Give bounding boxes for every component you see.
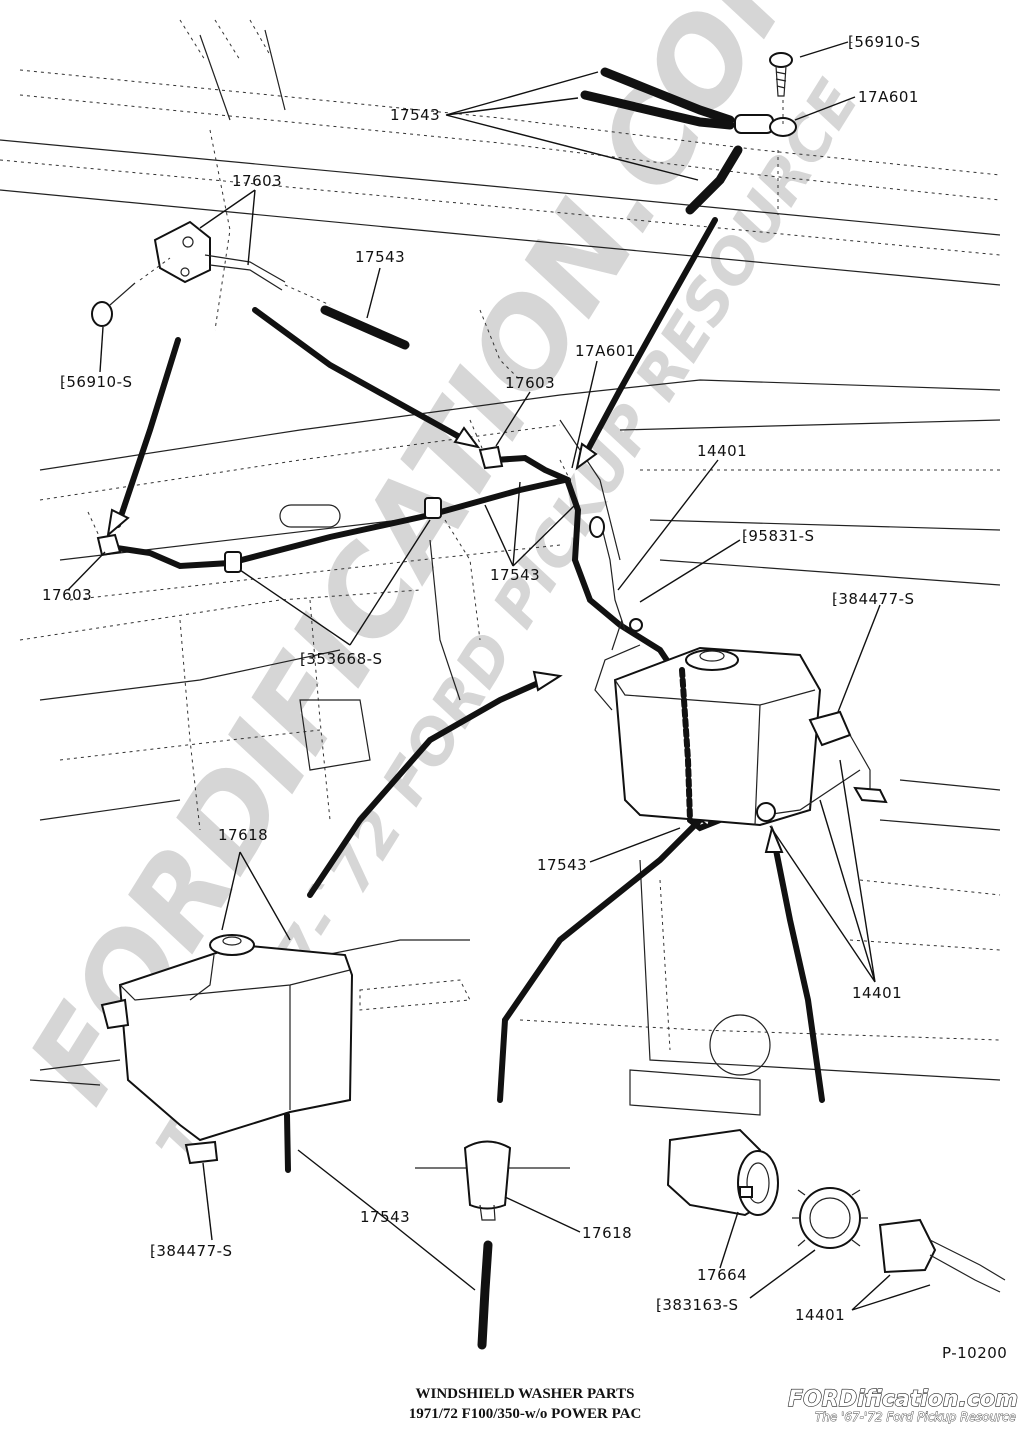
label-384477s-left: ⁅384477-S	[150, 1242, 233, 1260]
nozzle-left-icon	[87, 511, 122, 557]
hose-drop-short	[685, 145, 743, 215]
figure-number: P-10200	[942, 1344, 1007, 1362]
upper-left-nozzle	[91, 220, 410, 350]
label-56910s-left: ⁅56910-S	[60, 373, 133, 391]
label-17603-left: 17603	[42, 586, 92, 604]
label-17a601-top: 17A601	[858, 88, 919, 106]
clip-b	[224, 551, 242, 573]
logo-name: FORDification.com	[788, 1387, 1018, 1412]
part-labels: 17543 ⁅56910-S 17A601 17603 17543 ⁅56910…	[42, 33, 1007, 1362]
label-384477s-right: ⁅384477-S	[832, 590, 915, 608]
label-17543-top: 17543	[390, 106, 440, 124]
hose-segment-upper	[320, 305, 410, 350]
hose-segment-bottom	[477, 1240, 493, 1350]
hose-upper-branch-a	[600, 67, 735, 125]
screw-top-icon	[769, 52, 793, 97]
reservoir-installed	[589, 516, 888, 827]
hose-upper-branch-b	[580, 90, 735, 130]
caption: WINDSHIELD WASHER PARTS 1971/72 F100/350…	[409, 1386, 642, 1422]
label-17603-upper: 17603	[232, 172, 282, 190]
label-95831s: ⁅95831-S	[742, 527, 815, 545]
logo-tagline: The '67-'72 Ford Pickup Resource	[815, 1410, 1016, 1424]
label-17543-upper: 17543	[355, 248, 405, 266]
label-17a601-mid: 17A601	[575, 342, 636, 360]
vehicle-body-outline	[0, 19, 1001, 1116]
clip-a	[424, 497, 442, 519]
label-17603-mid: 17603	[505, 374, 555, 392]
label-17543-mid: 17543	[490, 566, 540, 584]
label-14401-upper: 14401	[697, 442, 747, 460]
bottom-parts	[415, 1128, 1006, 1350]
leader-lines	[67, 41, 931, 1311]
label-17618-grommet: 17618	[582, 1224, 632, 1242]
mounting-tab	[769, 117, 797, 137]
assembly-arrows	[106, 217, 825, 1103]
pump-motor-icon	[666, 1128, 779, 1217]
label-17543-bottom: 17543	[360, 1208, 410, 1226]
label-17543-lower: 17543	[537, 856, 587, 874]
retaining-ring-icon	[792, 1187, 868, 1249]
label-17618-top: 17618	[218, 826, 268, 844]
screw-left-icon	[91, 257, 171, 327]
label-17664: 17664	[697, 1266, 747, 1284]
caption-title: WINDSHIELD WASHER PARTS	[416, 1386, 635, 1402]
label-14401-lower: 14401	[852, 984, 902, 1002]
upper-right-assembly	[580, 52, 797, 215]
reservoir-exploded	[100, 934, 354, 1173]
nozzle-mid-icon	[469, 419, 504, 470]
wire-connector-icon	[878, 1218, 1006, 1293]
site-logo: FORDification.com The '67-'72 Ford Picku…	[787, 1386, 1018, 1424]
label-56910s-top: ⁅56910-S	[848, 33, 921, 51]
label-383163s: ⁅383163-S	[656, 1296, 739, 1314]
caption-subtitle: 1971/72 F100/350-w/o POWER PAC	[409, 1406, 642, 1422]
tee-connector	[734, 114, 774, 134]
grommet-icon	[463, 1140, 512, 1210]
label-14401-bottom: 14401	[795, 1306, 845, 1324]
label-353668s: ⁅353668-S	[300, 650, 383, 668]
